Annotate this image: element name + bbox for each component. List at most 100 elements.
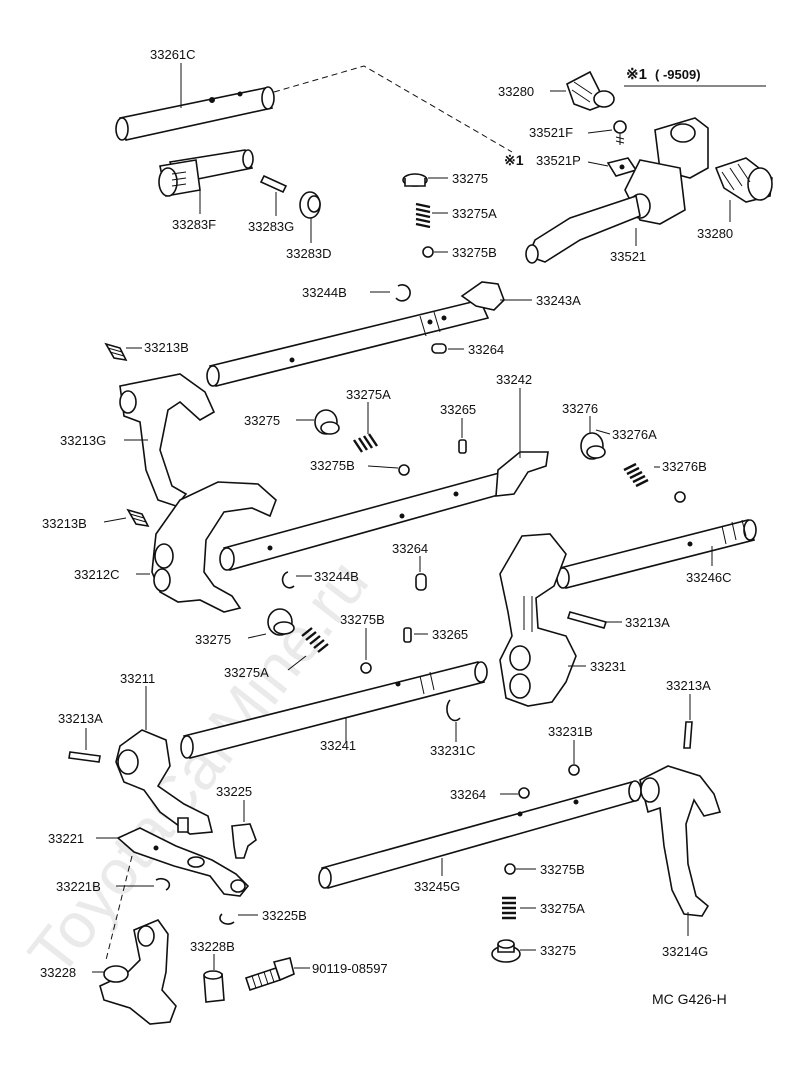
leader-33276A — [595, 429, 611, 435]
part-33521F[interactable] — [613, 120, 627, 145]
part-33225B[interactable] — [219, 913, 235, 925]
label-33276A: 33276A — [612, 427, 657, 442]
label-33221B: 33221B — [56, 879, 101, 894]
watermark: ToyotaCarMine.ru — [14, 546, 382, 988]
part-33221[interactable] — [116, 827, 250, 897]
part-33221B[interactable] — [155, 877, 171, 891]
leader-33275B-b — [367, 465, 399, 469]
part-33264-a[interactable] — [431, 343, 447, 354]
part-33228[interactable] — [99, 919, 177, 1025]
part-33275A-d[interactable] — [502, 896, 516, 920]
label-33211: 33211 — [120, 671, 155, 686]
part-33265-a[interactable] — [458, 439, 467, 454]
part-33275-b[interactable] — [314, 409, 340, 435]
label-33275B-b: 33275B — [310, 458, 355, 473]
part-33521P[interactable] — [606, 157, 638, 177]
label-33283D: 33283D — [286, 246, 332, 261]
part-33213A-b[interactable] — [68, 751, 101, 763]
label-33275-a: 33275 — [452, 171, 488, 186]
leader-33275-c — [247, 633, 267, 639]
part-33261C[interactable] — [115, 86, 275, 141]
part-33225[interactable] — [231, 823, 257, 859]
part-33228B[interactable] — [203, 970, 225, 1003]
label-33246C: 33246C — [686, 570, 732, 585]
leader-dashed-33221 — [105, 855, 133, 961]
part-33275-a[interactable] — [402, 173, 428, 187]
part-33242[interactable] — [219, 451, 549, 571]
label-33212C: 33212C — [74, 567, 120, 582]
part-33213A-c[interactable] — [683, 721, 693, 749]
part-90119-08597[interactable] — [244, 957, 295, 992]
label-33243A: 33243A — [536, 293, 581, 308]
label-33275A-d: 33275A — [540, 901, 585, 916]
label-33275A-a: 33275A — [452, 206, 497, 221]
label-33228B: 33228B — [190, 939, 235, 954]
label-33225B: 33225B — [262, 908, 307, 923]
part-33264-b[interactable] — [415, 573, 427, 591]
part-33275A-b[interactable] — [353, 433, 378, 453]
label-33280-right: 33280 — [697, 226, 733, 241]
part-33213B-b[interactable] — [126, 508, 150, 528]
part-33264-c[interactable] — [518, 787, 530, 799]
part-33275-d[interactable] — [491, 939, 521, 963]
part-33521[interactable] — [525, 117, 709, 264]
part-33244B-b[interactable] — [281, 571, 295, 589]
part-33275A-c[interactable] — [301, 627, 329, 653]
part-33275B-b[interactable] — [398, 464, 410, 476]
label-33275A-c: 33275A — [224, 665, 269, 680]
part-33275B-d[interactable] — [504, 863, 516, 875]
part-33243A[interactable] — [206, 281, 505, 387]
label-33214G: 33214G — [662, 944, 708, 959]
part-33283G[interactable] — [259, 174, 288, 194]
label-33245G: 33245G — [414, 879, 460, 894]
part-33276[interactable] — [580, 432, 606, 460]
part-33211[interactable] — [115, 729, 214, 835]
part-33231C[interactable] — [446, 699, 461, 722]
label-33265-b: 33265 — [432, 627, 468, 642]
label-33231: 33231 — [590, 659, 626, 674]
part-33275B-c[interactable] — [360, 662, 372, 674]
label-33244B-b: 33244B — [314, 569, 359, 584]
diagram-code: MC G426-H — [652, 991, 727, 1007]
label-33275-d: 33275 — [540, 943, 576, 958]
note-mark: ※1 — [626, 66, 647, 83]
part-33280-top[interactable] — [566, 70, 615, 111]
part-33231B[interactable] — [568, 764, 580, 776]
part-33275B-a[interactable] — [422, 246, 434, 258]
part-33275-c[interactable] — [267, 608, 295, 636]
label-33225: 33225 — [216, 784, 252, 799]
part-33212C[interactable] — [151, 481, 277, 613]
label-33213A-c: 33213A — [666, 678, 711, 693]
part-33275A-a[interactable] — [415, 202, 431, 229]
leader-33521P — [587, 161, 609, 167]
label-33213B-a: 33213B — [144, 340, 189, 355]
label-33521: 33521 — [610, 249, 646, 264]
part-33280-right[interactable] — [714, 157, 773, 203]
label-33221: 33221 — [48, 831, 84, 846]
part-33246C[interactable] — [556, 519, 757, 589]
leader-dashed-33261C — [273, 65, 513, 153]
part-33213B-a[interactable] — [104, 342, 128, 362]
part-33265-b[interactable] — [403, 627, 412, 643]
label-33244B-a: 33244B — [302, 285, 347, 300]
label-33228: 33228 — [40, 965, 76, 980]
part-33213A-a[interactable] — [566, 611, 608, 629]
part-33213G[interactable] — [119, 373, 216, 507]
leader-33275A-c — [287, 655, 307, 671]
part-33276A[interactable] — [623, 462, 649, 488]
part-33283F[interactable] — [158, 149, 254, 197]
label-33264-a: 33264 — [468, 342, 504, 357]
label-33521P-mark: ※1 — [504, 152, 524, 168]
part-33283D[interactable] — [299, 191, 321, 219]
part-33241[interactable] — [180, 661, 488, 759]
part-33231[interactable] — [499, 533, 577, 707]
header-note: ※1 ( -9509) — [624, 66, 766, 87]
label-33213B-b: 33213B — [42, 516, 87, 531]
part-33276B[interactable] — [674, 491, 686, 503]
label-33283G: 33283G — [248, 219, 294, 234]
part-33244B-a[interactable] — [395, 284, 411, 302]
part-33214G[interactable] — [639, 765, 722, 917]
leader-33521F — [587, 129, 613, 134]
label-33231B: 33231B — [548, 724, 593, 739]
